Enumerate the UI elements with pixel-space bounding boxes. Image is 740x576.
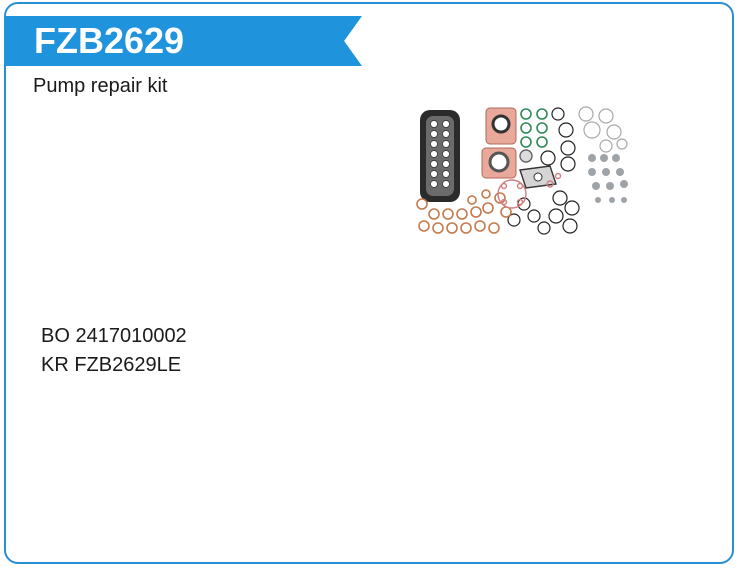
reference-item: BO 2417010002 [41, 325, 187, 347]
product-description: Pump repair kit [33, 75, 168, 97]
gasket-kit-photo [416, 106, 628, 235]
reference-item: KR FZB2629LE [41, 354, 182, 376]
product-code: FZB2629 [34, 20, 185, 61]
reference-list: BO 2417010002 KR FZB2629LE [41, 322, 187, 380]
product-card [4, 2, 734, 564]
code-banner [4, 16, 362, 66]
